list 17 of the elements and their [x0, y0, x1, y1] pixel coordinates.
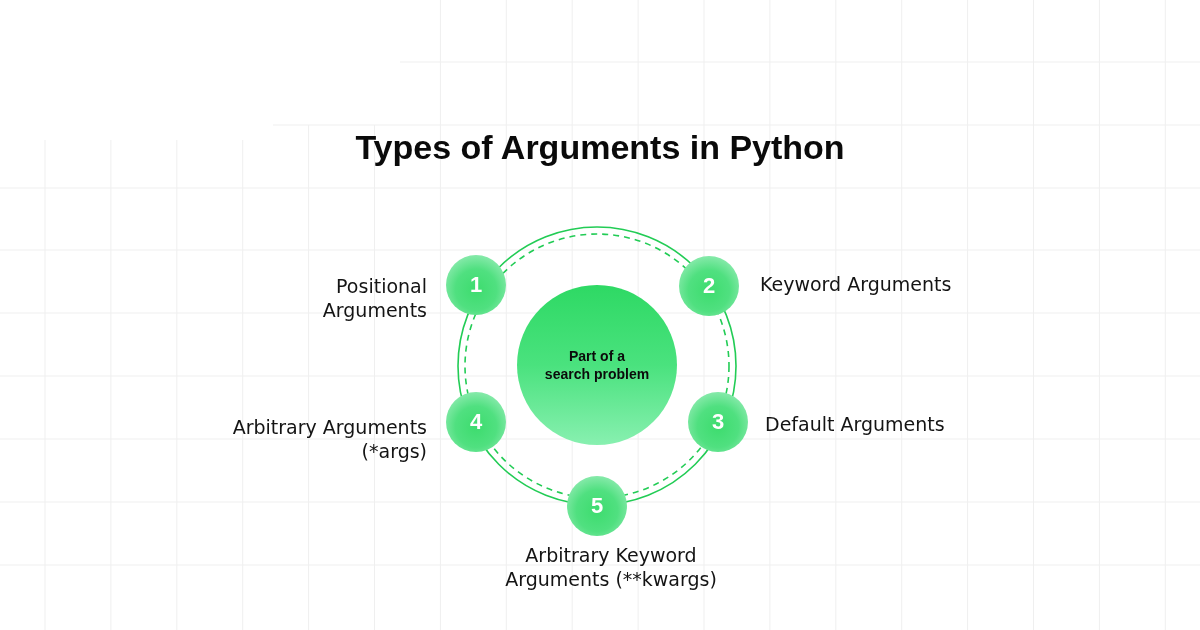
- argument-label: Positional Arguments: [321, 274, 427, 322]
- step-number: 4: [469, 411, 483, 433]
- title: Types of Arguments in Python: [355, 128, 845, 167]
- argument-label: Keyword Arguments: [760, 272, 953, 296]
- numbered-circle: [446, 392, 506, 452]
- argument-label: Default Arguments: [765, 412, 946, 436]
- step-number: 3: [711, 411, 725, 433]
- argument-label: Arbitrary Keyword Arguments (**kwargs): [504, 543, 718, 591]
- step-number: 1: [469, 274, 483, 296]
- numbered-circle: [567, 476, 627, 536]
- step-number: 5: [590, 495, 604, 517]
- numbered-circle: [679, 256, 739, 316]
- center-text: Part of a search problem: [543, 346, 651, 384]
- numbered-circle: [688, 392, 748, 452]
- numbered-circle: [446, 255, 506, 315]
- step-number: 2: [702, 275, 716, 297]
- argument-label: Arbitrary Arguments (*args): [231, 415, 427, 463]
